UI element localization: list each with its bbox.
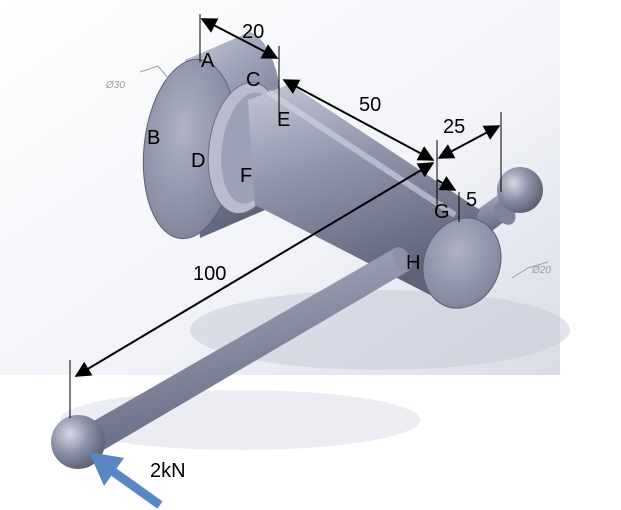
extension-lines — [69, 14, 502, 418]
diameter-leaders — [139, 65, 549, 279]
dimension-5: 5 — [466, 189, 477, 211]
diameter-note-right: Ø20 — [531, 265, 551, 276]
point-label-d: D — [191, 150, 205, 172]
dimension-100: 100 — [193, 263, 226, 285]
point-label-c: C — [246, 69, 260, 91]
point-label-e: E — [277, 109, 290, 131]
point-label-f: F — [240, 165, 252, 187]
point-label-b: B — [147, 127, 160, 149]
right-ball — [497, 167, 543, 213]
dimension-50: 50 — [359, 94, 381, 116]
dimension-25: 25 — [443, 116, 465, 138]
diameter-note-left: Ø30 — [105, 80, 125, 91]
dimension-lines — [74, 18, 501, 377]
point-label-g: G — [434, 201, 450, 223]
point-label-h: H — [406, 252, 420, 274]
load-label: 2kN — [150, 460, 186, 482]
dimension-20: 20 — [242, 21, 264, 43]
load-arrow — [89, 452, 163, 509]
point-label-a: A — [201, 50, 215, 72]
